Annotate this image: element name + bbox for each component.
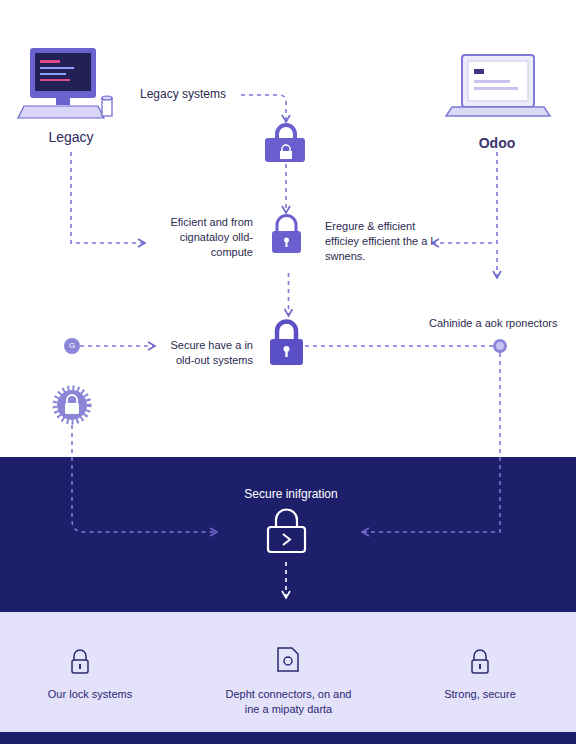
code-line (40, 73, 66, 75)
lavender-band (0, 612, 576, 732)
dashed-connector (71, 152, 145, 243)
junction-circle: Cahinide a aok rponectors (493, 339, 507, 353)
junction-circle: G (64, 338, 80, 354)
odoo-laptop (446, 55, 550, 116)
laptop-node: Odoo (447, 48, 547, 152)
lock-body (272, 231, 301, 253)
node-label: Legacy systems (140, 86, 250, 102)
badge-lock-body (65, 403, 79, 414)
node-label: Odoo (447, 134, 547, 153)
screen (35, 53, 91, 91)
code-line (40, 79, 70, 81)
lock-body (472, 660, 488, 673)
lock-body (270, 339, 303, 365)
feature-item: Our lock systems (30, 645, 150, 720)
lock-shackle (474, 650, 486, 660)
bottom-icons (72, 648, 488, 673)
laptop-lid (462, 55, 534, 107)
lock-shackle (277, 125, 295, 140)
spiky-lock-badge (55, 388, 89, 422)
legacy-computer (18, 48, 112, 118)
lock-shackle (277, 322, 296, 342)
down-arrow (285, 562, 287, 598)
dashed-connector (305, 345, 493, 347)
chevron (283, 534, 290, 545)
stand (56, 98, 70, 105)
node-label: Strong, secure (420, 687, 540, 702)
screen-line (474, 87, 518, 90)
lock-shackle (277, 216, 296, 234)
lock-icon-middle (272, 216, 301, 254)
leader-line (72, 425, 217, 532)
navy-band (0, 457, 576, 612)
code-line (40, 67, 74, 69)
leader-line (241, 95, 286, 122)
code-line (40, 60, 60, 63)
leader-line (496, 250, 498, 278)
dashed-connector (432, 152, 497, 243)
lock-shackle (74, 650, 86, 660)
lock-shackle (276, 510, 297, 528)
badge-spikes (55, 388, 89, 422)
dashed-connector (80, 345, 155, 347)
document-icon (278, 648, 298, 671)
dashed-connector (285, 164, 287, 213)
node-label: Depht connectors, on and ine a mipaty da… (221, 687, 356, 717)
screen-line (474, 80, 510, 83)
node-label: Secure inifgration (220, 486, 362, 502)
bottom-strip (0, 732, 576, 744)
node-label: Eficient and from cignataloy olld- compu… (145, 215, 253, 260)
lock-body (72, 660, 88, 673)
navy-lock-icon (268, 510, 305, 552)
lock-body (265, 138, 305, 162)
cylinder (102, 98, 112, 116)
lock-node: Secure have a in old-out systems (155, 316, 305, 370)
computer-node: Legacy (21, 42, 121, 152)
document-mark (284, 657, 292, 665)
node-label: Our lock systems (30, 687, 150, 702)
lock-mini-body (280, 151, 292, 159)
lock-icon-filled (265, 125, 305, 162)
lock-node: Eficient and from cignataloy olld- compu… (145, 213, 432, 273)
lock-mini-shackle (282, 145, 290, 152)
integration-node: Secure inifgration (220, 486, 362, 578)
keyhole (479, 664, 481, 669)
node-label: Eregure & efficient efficiey efficient t… (325, 219, 435, 264)
node-label: Secure have a in old-out systems (155, 338, 253, 368)
laptop-base (446, 107, 550, 116)
node-label: Cahinide a aok rponectors (429, 316, 554, 331)
dashed-connector (362, 353, 500, 532)
monitor (30, 48, 96, 98)
node-label: Legacy (21, 128, 121, 147)
lock-node: Legacy systems (265, 126, 307, 164)
keyboard (18, 106, 104, 118)
dashed-connector (288, 273, 290, 316)
keyhole (285, 350, 287, 357)
lock-body (268, 527, 305, 552)
feature-item: Depht connectors, on and ine a mipaty da… (221, 645, 356, 720)
keyhole (79, 664, 81, 669)
badge-lock-shackle (67, 395, 77, 404)
badge-disc (57, 390, 87, 420)
keyhole (286, 241, 288, 247)
cylinder-top (102, 96, 112, 100)
screen-block (474, 69, 484, 74)
node-label: G (64, 338, 80, 354)
lock-icon-lower (270, 322, 303, 366)
laptop-screen (468, 61, 528, 101)
feature-item: Strong, secure (420, 645, 540, 720)
